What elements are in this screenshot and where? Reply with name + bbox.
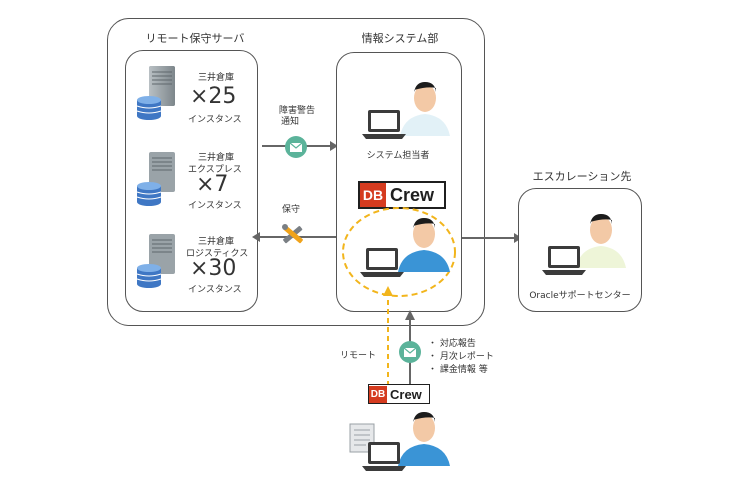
server-3-count: ×30	[190, 256, 237, 281]
escalation-arrow	[462, 233, 522, 243]
tools-icon	[282, 224, 303, 244]
server-1-count: ×25	[190, 84, 237, 109]
server-db-icon	[136, 152, 175, 206]
server-2-name-line1: 三井倉庫	[198, 153, 235, 163]
remote-label: リモート	[340, 351, 377, 361]
crew-logo-text: Crew	[390, 184, 435, 205]
report-item: ・ 課金情報 等	[428, 365, 488, 375]
maintenance-label: 保守	[282, 205, 301, 215]
alert-label-line1: 障害警告	[278, 106, 315, 116]
crew-logo-bottom: DB Crew	[368, 384, 430, 404]
crew-logo-mark: DB	[369, 385, 387, 403]
server-3-name-line2: ロジスティクス	[186, 249, 249, 259]
mail-icon	[285, 136, 307, 158]
crew-logo-mark: DB	[360, 183, 386, 207]
crew-engineer-icon	[398, 218, 450, 272]
report-item-text: 月次レポート	[439, 352, 494, 362]
report-item: ・ 対応報告	[428, 339, 476, 349]
server-db-icon	[136, 234, 175, 288]
staff-label: システム担当者	[366, 151, 430, 161]
laptop-icon	[362, 442, 406, 471]
oracle-support-person-icon	[576, 214, 626, 268]
report-item-text: 対応報告	[439, 339, 476, 349]
it-dept-title: 情報システム部	[361, 32, 439, 45]
crew-remote-engineer-icon	[398, 412, 450, 466]
crew-logo: DB Crew	[358, 181, 446, 209]
alert-label-line2: 通知	[280, 117, 299, 127]
server-2-count: ×7	[196, 172, 229, 197]
server-3-name-line1: 三井倉庫	[198, 237, 235, 247]
staff-person-icon	[400, 82, 450, 136]
server-2-name-line2: エクスプレス	[188, 165, 242, 175]
oracle-support-label: Oracleサポートセンター	[529, 291, 631, 301]
mail-icon	[399, 341, 421, 363]
laptop-icon	[542, 246, 586, 275]
server-1-name: 三井倉庫	[198, 73, 235, 83]
server-1-unit: インスタンス	[188, 115, 242, 125]
crew-logo-text: Crew	[390, 386, 422, 402]
escalation-title: エスカレーション先	[532, 170, 632, 183]
crew-engineer-dashed-circle	[342, 207, 456, 297]
remote-servers-title: リモート保守サーバ	[145, 32, 245, 45]
server-db-icon	[136, 66, 175, 120]
server-3-unit: インスタンス	[188, 285, 242, 295]
laptop-icon	[362, 110, 406, 139]
report-item-text: 課金情報 等	[439, 365, 488, 375]
server-2-unit: インスタンス	[188, 201, 242, 211]
remote-dashed-arrow	[383, 286, 393, 386]
report-item: ・ 月次レポート	[428, 352, 494, 362]
laptop-icon	[360, 248, 404, 277]
